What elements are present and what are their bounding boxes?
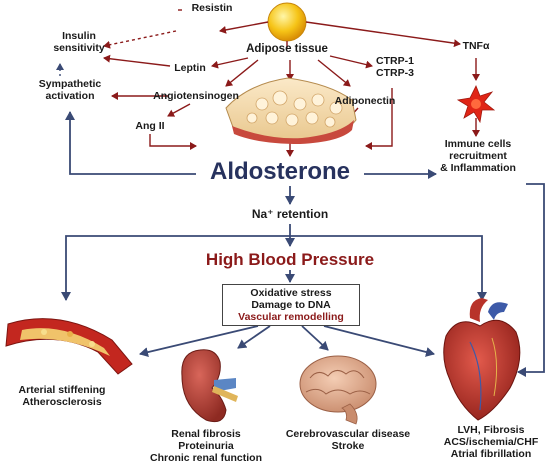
sun-sphere-icon — [267, 2, 307, 42]
ang2-label: Ang II — [135, 120, 165, 132]
cerebro-outcome-label: Cerebrovascular disease Stroke — [282, 428, 414, 452]
mechanism-dna: Damage to DNA — [251, 299, 331, 311]
high-blood-pressure-label: High Blood Pressure — [205, 250, 375, 269]
renal-outcome-label: Renal fibrosis Proteinuria Chronic renal… — [142, 428, 270, 464]
tnf-label: TNFα — [462, 40, 490, 52]
na-retention-label: Na⁺ retention — [251, 207, 329, 221]
angiotensinogen-label: Angiotensinogen — [153, 90, 239, 102]
mechanism-remodelling: Vascular remodelling — [238, 311, 344, 323]
arterial-outcome-label: Arterial stiffening Atherosclerosis — [4, 384, 120, 408]
blue-flow-arrows — [61, 111, 545, 377]
ctrp-line1: CTRP-1 — [376, 55, 414, 67]
cerebro-line2: Stroke — [331, 440, 365, 452]
renal-line1: Renal fibrosis — [171, 428, 241, 440]
kidney-icon — [181, 349, 238, 423]
arterial-line1: Arterial stiffening — [18, 384, 106, 396]
immune-line1: Immune cells — [444, 138, 512, 150]
artery-plaque-icon — [5, 318, 133, 375]
angiotensinogen-arrow — [225, 59, 259, 87]
mechanisms-to-kidney-arrow — [237, 325, 271, 349]
resistin-label: Resistin — [191, 2, 233, 14]
immune-line2: recruitment — [449, 150, 507, 162]
insulin-sensitivity-line1: Insulin — [62, 30, 96, 42]
renal-line3: Chronic renal function — [149, 452, 262, 464]
mechanisms-to-heart-arrow — [323, 325, 435, 357]
resistin-arrow — [219, 21, 269, 34]
adiponectin-label: Adiponectin — [334, 95, 396, 107]
leptin-label: Leptin — [174, 62, 206, 74]
ang2-to-aldosterone-arrow — [149, 134, 197, 150]
cardiac-line3: Atrial fibrillation — [450, 448, 532, 460]
inflammation-to-heart-arrow — [517, 183, 545, 377]
insulin-sensitivity-label: Insulin sensitivity — [44, 30, 114, 54]
cardiac-outcome-label: LVH, Fibrosis ACS/ischemia/CHF Atrial fi… — [436, 424, 546, 460]
mechanisms-to-brain-arrow — [301, 325, 329, 351]
immune-cells-label: Immune cells recruitment & Inflammation — [436, 138, 520, 174]
leptin-arrow — [211, 57, 249, 69]
renal-line2: Proteinuria — [178, 440, 234, 452]
adiponectin-arrow — [317, 59, 351, 87]
leptin-to-insulin-arrow — [103, 54, 171, 67]
ctrp-line2: CTRP-3 — [376, 67, 414, 79]
aldosterone-label: Aldosterone — [209, 158, 350, 185]
mechanisms-to-artery-arrow — [139, 325, 259, 358]
cardiac-line2: ACS/ischemia/CHF — [443, 436, 539, 448]
cardiac-line1: LVH, Fibrosis — [457, 424, 525, 436]
mechanisms-box: Oxidative stress Damage to DNA Vascular … — [222, 284, 360, 326]
adipose-tissue-icon — [225, 77, 357, 144]
tnf-arrow — [305, 21, 461, 48]
na-to-artery-arrow — [61, 235, 290, 301]
angiotensinogen-to-ang2-arrow — [167, 103, 191, 117]
ctrp-to-aldosterone-arrow — [365, 88, 393, 150]
sympathetic-line2: activation — [45, 90, 95, 102]
sympathetic-activation-label: Sympathetic activation — [28, 78, 112, 102]
ctrp-label: CTRP-1 CTRP-3 — [370, 55, 420, 79]
immune-line3: & Inflammation — [440, 162, 516, 174]
arterial-line2: Atherosclerosis — [22, 396, 102, 408]
cerebro-line1: Cerebrovascular disease — [285, 428, 411, 440]
ctrp-arrow — [329, 55, 373, 69]
insulin-sensitivity-line2: sensitivity — [53, 42, 105, 54]
resistin-dotted-arrow — [103, 30, 177, 49]
mechanism-oxidative: Oxidative stress — [250, 287, 332, 299]
adipose-tissue-label: Adipose tissue — [246, 43, 328, 55]
heart-icon — [443, 298, 521, 421]
aldosterone-to-sympathetic-arrow — [65, 111, 196, 175]
immune-cell-icon — [456, 85, 496, 124]
na-to-heart-arrow — [290, 235, 487, 301]
sympathetic-line1: Sympathetic — [38, 78, 102, 90]
brain-icon — [299, 355, 377, 425]
